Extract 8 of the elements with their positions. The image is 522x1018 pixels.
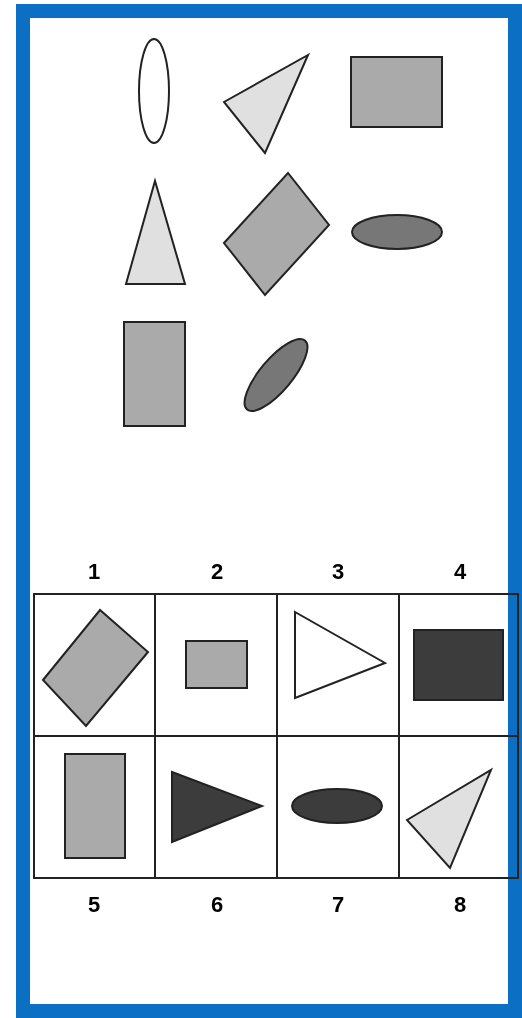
answer-number: 7 bbox=[330, 893, 346, 917]
answer-number: 6 bbox=[209, 893, 225, 917]
answer-number: 8 bbox=[452, 893, 468, 917]
answer-number: 3 bbox=[330, 560, 346, 584]
answer-number: 1 bbox=[86, 560, 102, 584]
answer-number: 2 bbox=[209, 560, 225, 584]
answer-number: 4 bbox=[452, 560, 468, 584]
answer-number: 5 bbox=[86, 893, 102, 917]
